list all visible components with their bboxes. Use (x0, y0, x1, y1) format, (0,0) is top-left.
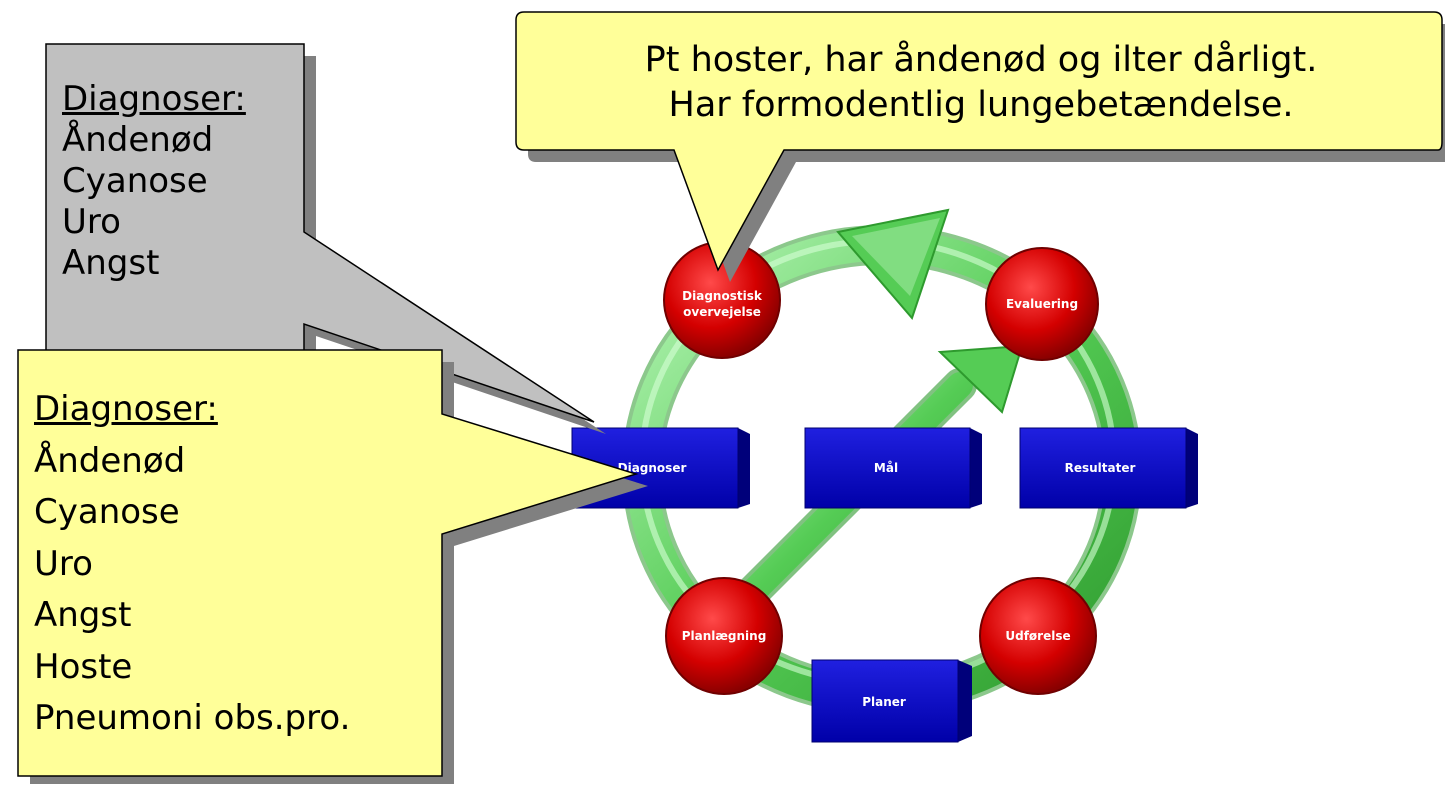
gray-callout-item: Åndenød (62, 120, 214, 160)
top-callout-line-2: Har formodentlig lungebetændelse. (668, 85, 1294, 125)
top-callout-text: Pt hoster, har åndenød og ilter dårligt.… (520, 38, 1442, 128)
yellow-callout-item: Hoste (34, 646, 133, 687)
top-callout-line-1: Pt hoster, har åndenød og ilter dårligt. (644, 40, 1318, 80)
box-planer: Planer (811, 659, 972, 743)
box-resultater: Resultater (1019, 427, 1198, 509)
circle-evaluering-label: Evaluering (1006, 297, 1078, 311)
circle-diagnostisk-label-2: overvejelse (683, 305, 761, 319)
yellow-callout-item: Uro (34, 543, 93, 584)
circle-planlaegning: Planlægning (665, 577, 783, 695)
yellow-callout-item: Angst (34, 595, 132, 635)
circle-diagnostisk: Diagnostisk overvejelse (663, 241, 781, 359)
yellow-callout-item: Pneumoni obs.pro. (34, 698, 351, 738)
gray-callout-item: Angst (62, 243, 160, 283)
circle-planlaegning-label: Planlægning (682, 629, 767, 643)
yellow-callout-item: Åndenød (34, 440, 186, 481)
box-maal: Mål (804, 427, 982, 509)
box-diagnoser-label: Diagnoser (618, 461, 687, 475)
box-maal-label: Mål (874, 461, 898, 475)
yellow-callout-text: Diagnoser: Åndenød Cyanose Uro Angst Hos… (34, 384, 350, 745)
ring-arrowhead (836, 208, 950, 320)
gray-callout-item: Cyanose (62, 161, 208, 201)
gray-callout-item: Uro (62, 202, 121, 242)
circle-diagnostisk-label-1: Diagnostisk (682, 289, 763, 303)
yellow-callout-shape (17, 349, 648, 788)
circle-evaluering: Evaluering (985, 247, 1099, 361)
gray-callout-heading: Diagnoser: (62, 79, 246, 119)
yellow-callout-item: Cyanose (34, 492, 180, 532)
top-callout-shape (515, 11, 1445, 282)
gray-callout-text: Diagnoser: Åndenød Cyanose Uro Angst (62, 79, 246, 284)
circle-udforelse: Udførelse (979, 577, 1097, 695)
circle-udforelse-label: Udførelse (1005, 629, 1070, 643)
box-planer-label: Planer (862, 695, 906, 709)
box-resultater-label: Resultater (1065, 461, 1136, 475)
yellow-callout-heading: Diagnoser: (34, 389, 218, 429)
